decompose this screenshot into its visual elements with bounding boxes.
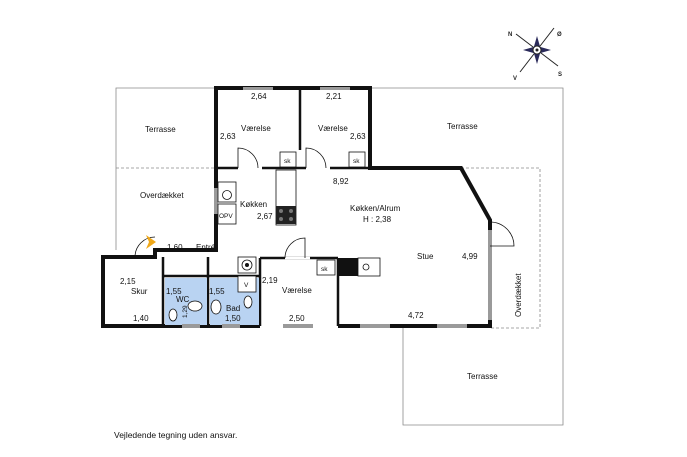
room-label-overdaekket-left: Overdækket xyxy=(140,191,184,200)
dimension-2-50: 2,50 xyxy=(289,314,305,323)
compass-north-label: N xyxy=(508,32,512,38)
compass-west-label: V xyxy=(513,76,517,82)
room-label-vaerelse-3: Værelse xyxy=(282,286,312,295)
closet-label-2: sk xyxy=(353,158,360,165)
boiler-unit xyxy=(217,181,237,203)
opv-label: OPV xyxy=(219,213,233,220)
dimension-1-55-wc: 1,55 xyxy=(166,287,182,296)
room-label-overdaekket-right: Overdækket xyxy=(514,273,523,317)
wc-toilet-icon xyxy=(168,308,178,322)
water-meter-box xyxy=(237,275,257,293)
room-label-terrasse-left: Terrasse xyxy=(145,125,176,134)
stove-fireplace-icon xyxy=(338,258,358,276)
room-label-entre: Entré xyxy=(196,243,216,252)
room-label-koekken: Køkken xyxy=(240,200,267,209)
doors xyxy=(134,147,515,259)
kitchen-counter xyxy=(275,169,297,226)
bath-toilet-icon xyxy=(243,295,253,309)
room-label-terrasse-bottom: Terrasse xyxy=(467,372,498,381)
room-label-stue: Stue xyxy=(417,252,434,261)
water-meter-label: V xyxy=(244,282,249,289)
closet-3 xyxy=(316,259,336,276)
water-heater-icon xyxy=(222,190,232,200)
room-label-wc: WC xyxy=(176,295,190,304)
washing-machine-icon xyxy=(237,256,257,274)
closet-2 xyxy=(348,151,366,168)
dimension-8-92: 8,92 xyxy=(333,177,349,186)
room-label-terrasse-top-right: Terrasse xyxy=(447,122,478,131)
compass-rose-icon: N Ø V S xyxy=(508,27,562,82)
room-label-vaerelse-2: Værelse xyxy=(318,124,348,133)
stove-pipe-icon xyxy=(362,263,370,271)
dimension-1-60: 1,60 xyxy=(167,243,183,252)
dimension-1-50: 1,50 xyxy=(225,314,241,323)
dimension-2-64: 2,64 xyxy=(251,92,267,101)
dimension-1-40: 1,40 xyxy=(133,314,149,323)
entry-arrow-icon xyxy=(146,235,156,249)
room-label-bad: Bad xyxy=(226,304,240,313)
stove-hearth xyxy=(357,257,381,277)
closet-label-1: sk xyxy=(284,158,291,165)
disclaimer-caption: Vejledende tegning uden ansvar. xyxy=(114,430,238,440)
stove-icon xyxy=(276,206,296,224)
room-label-skur: Skur xyxy=(131,287,148,296)
interior-walls xyxy=(161,88,370,326)
room-label-vaerelse-1: Værelse xyxy=(241,124,271,133)
dimension-2-21: 2,21 xyxy=(326,92,342,101)
dimension-2-67: 2,67 xyxy=(257,212,273,221)
closet-1 xyxy=(279,151,297,168)
dimension-1-29: 1,29 xyxy=(182,305,189,318)
wc-sink-icon xyxy=(187,300,203,312)
dimension-4-99: 4,99 xyxy=(462,252,478,261)
dimension-2-15: 2,15 xyxy=(120,277,136,286)
dimension-2-63-left: 2,63 xyxy=(220,132,236,141)
dishwasher-box xyxy=(217,203,237,225)
bath-sink-icon xyxy=(210,299,222,315)
dimension-2-19: 2,19 xyxy=(262,276,278,285)
dimension-1-55-bad: 1,55 xyxy=(209,287,225,296)
room-label-koekken-alrum: Køkken/Alrum xyxy=(350,204,401,213)
windows xyxy=(182,87,492,328)
ceiling-height-label: H : 2,38 xyxy=(363,215,392,224)
compass-south-label: S xyxy=(558,72,562,78)
terrace-outline xyxy=(115,87,564,426)
dimension-4-72: 4,72 xyxy=(408,311,424,320)
compass-east-label: Ø xyxy=(557,32,562,38)
closet-label-3: sk xyxy=(321,266,328,273)
dimension-2-63-right: 2,63 xyxy=(350,132,366,141)
